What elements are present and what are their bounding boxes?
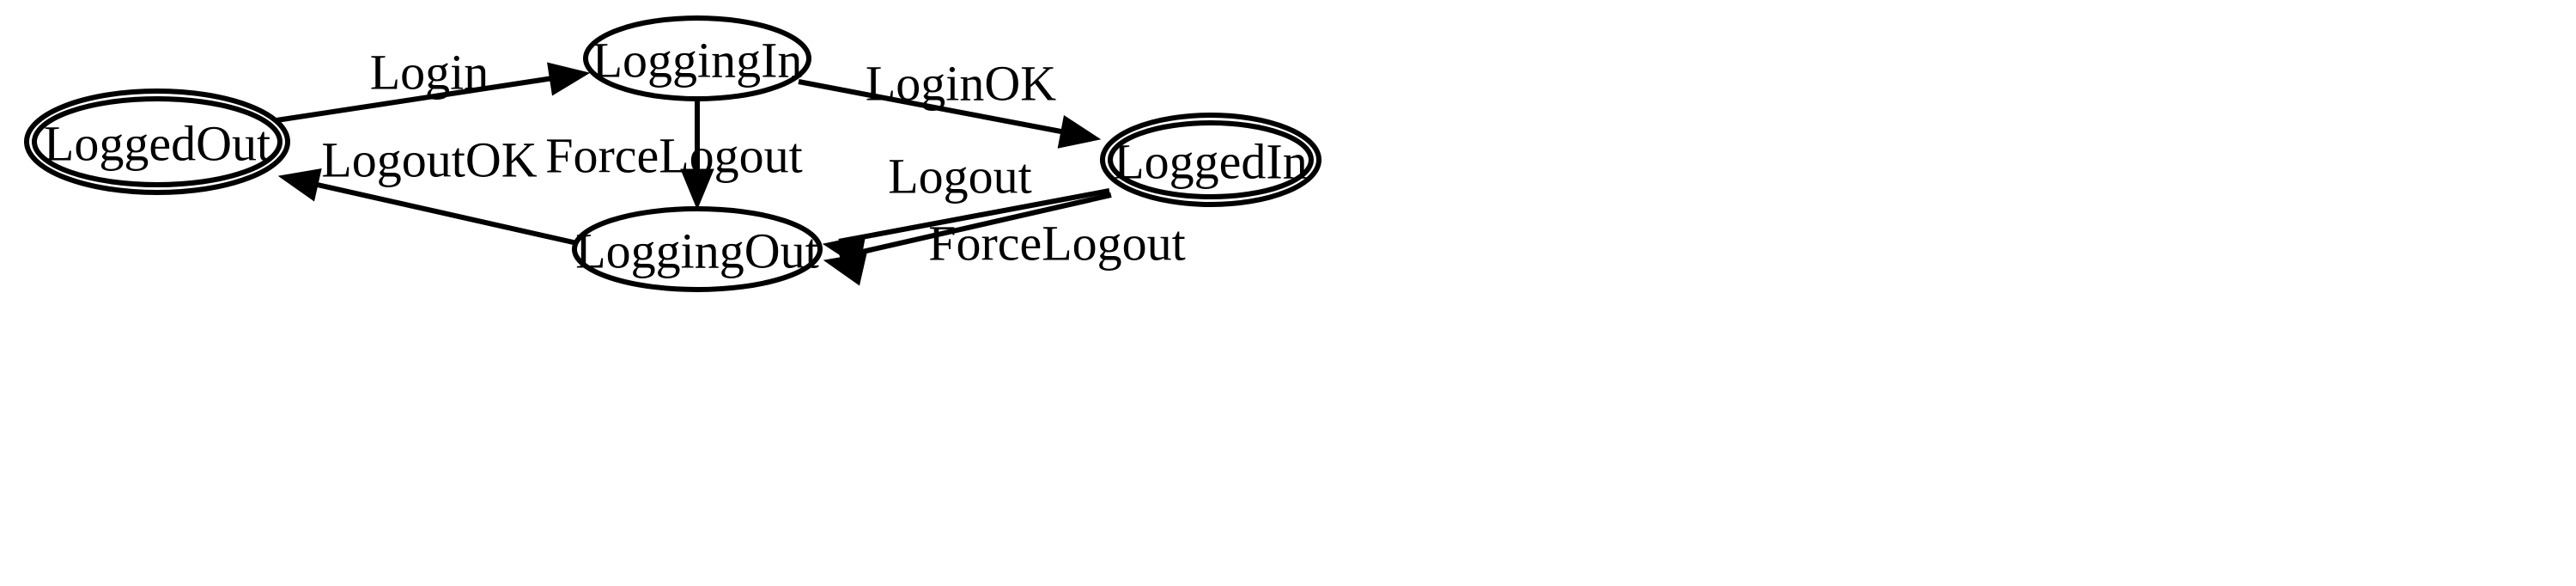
edge-label-loginok: LoginOK	[866, 56, 1056, 112]
arrowhead-forcelogout-logged-in	[823, 253, 867, 286]
edge-line-logout	[838, 188, 1110, 244]
node-label-loggedin: LoggedIn	[1114, 134, 1308, 190]
arrowhead-loginok	[1057, 114, 1102, 149]
edge-login	[276, 62, 591, 123]
edge-line-loginok	[798, 79, 1084, 138]
node-ellipse-loggedout	[32, 96, 283, 187]
arrowhead-login	[547, 62, 591, 96]
edge-forcelogout-logging-in	[680, 100, 714, 211]
node-label-loggedout: LoggedOut	[44, 116, 270, 172]
node-loggingin[interactable]: LoggingIn	[583, 15, 811, 101]
node-ellipse-loggedin	[1108, 120, 1314, 199]
node-label-loggingin: LoggingIn	[592, 33, 803, 89]
edge-logoutok	[277, 168, 578, 246]
edge-line-forcelogout-logged-in	[839, 192, 1112, 259]
edge-line-login	[276, 72, 576, 123]
node-ellipse-loggingout	[572, 206, 823, 292]
node-loggingout[interactable]: LoggingOut	[572, 206, 823, 292]
edge-label-login: Login	[370, 45, 489, 101]
edge-label-logoutok: LogoutOK	[321, 132, 537, 188]
edge-loginok	[798, 79, 1102, 149]
node-label-loggingout: LoggingOut	[575, 223, 819, 279]
arrowhead-forcelogout-logging-in	[680, 168, 714, 211]
node-loggedin[interactable]: LoggedIn	[1100, 113, 1321, 207]
node-loggedout[interactable]: LoggedOut	[24, 89, 290, 195]
edge-label-forcelogout-logging-in: ForceLogout	[545, 128, 803, 184]
edge-label-logout: Logout	[888, 149, 1032, 204]
edge-forcelogout-logged-in	[823, 192, 1112, 286]
node-ellipse-loggingin	[583, 15, 811, 101]
arrowhead-logoutok	[277, 168, 322, 202]
edge-line-logoutok	[294, 177, 578, 246]
edges-layer	[276, 62, 1112, 286]
edge-label-forcelogout-logged-in: ForceLogout	[928, 216, 1186, 272]
